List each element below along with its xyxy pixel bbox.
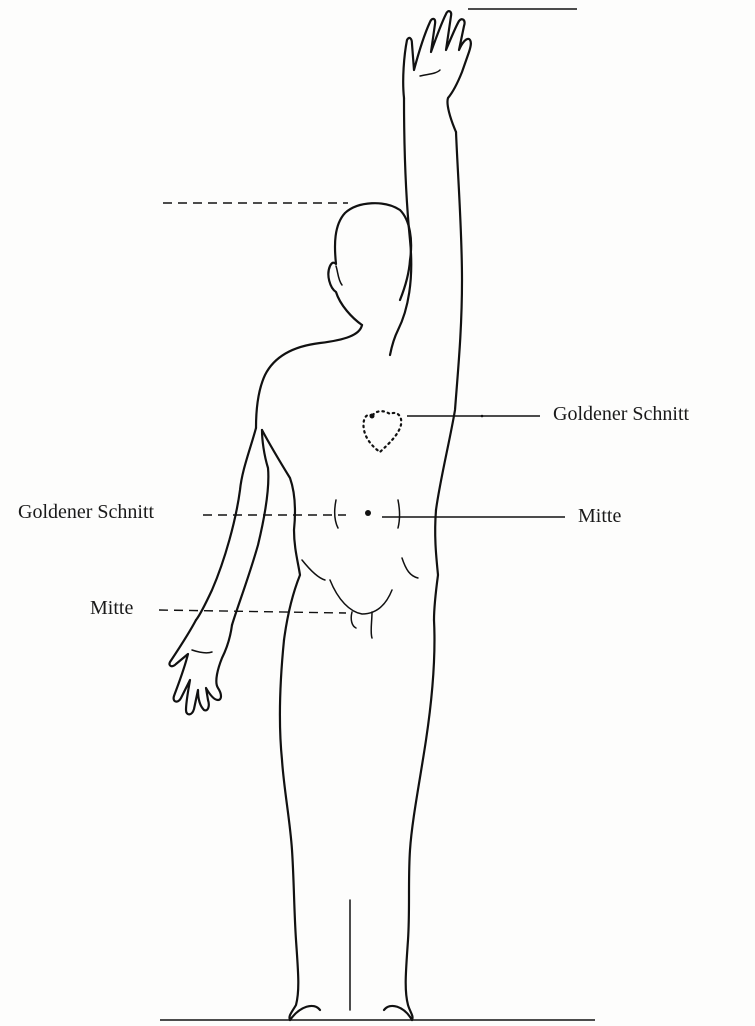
right-foot xyxy=(384,1006,412,1020)
left-palm-crease xyxy=(192,650,212,653)
torso-right xyxy=(434,510,438,620)
heart-outline xyxy=(363,411,401,452)
ear xyxy=(336,266,342,285)
left-shoulder xyxy=(256,325,362,428)
left-arm-inner xyxy=(232,430,268,625)
left-ab-line xyxy=(335,500,338,528)
left-hand xyxy=(169,620,232,714)
right-leg-outer xyxy=(406,620,435,1020)
middle-dashed-line xyxy=(159,610,346,613)
left-leg-outer xyxy=(280,640,298,1020)
heart-point xyxy=(370,414,375,419)
palm-crease xyxy=(420,70,440,76)
middle-left-label: Mitte xyxy=(90,598,133,618)
navel-label: Mitte xyxy=(578,506,621,526)
golden-section-left-label: Goldener Schnitt xyxy=(18,502,154,522)
pubic-outline xyxy=(330,580,392,614)
heart-label: Goldener Schnitt xyxy=(553,404,689,424)
raised-arm-outer xyxy=(436,132,462,510)
left-arm-outer xyxy=(196,428,256,620)
head-outline xyxy=(328,203,411,325)
navel-dot xyxy=(365,510,371,516)
genital-line-right xyxy=(371,612,372,638)
left-hip-crease xyxy=(302,560,325,580)
genital-line-left xyxy=(351,612,356,628)
torso-left xyxy=(262,430,300,640)
leader-tick xyxy=(481,415,484,418)
right-hip-crease xyxy=(402,558,418,578)
right-ab-line xyxy=(398,500,400,528)
